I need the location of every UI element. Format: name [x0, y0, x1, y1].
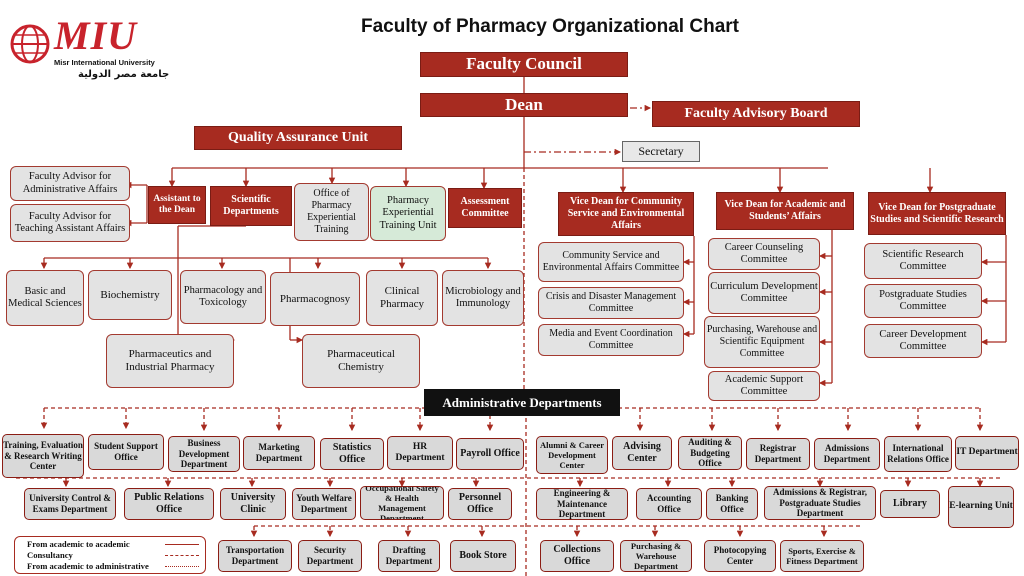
- node-admin-departments: Administrative Departments: [424, 389, 620, 416]
- admin-dept-box: E-learning Unit: [948, 486, 1014, 528]
- admin-dept-box: University Clinic: [220, 488, 286, 520]
- admin-dept-box: Student Support Office: [88, 434, 164, 470]
- admin-dept-box: Security Department: [298, 540, 362, 572]
- node-office-pet: Office of Pharmacy Experiential Training: [294, 183, 369, 241]
- node-assessment-committee: Assessment Committee: [448, 188, 522, 228]
- node-academic-support: Academic Support Committee: [708, 371, 820, 401]
- admin-dept-box: Banking Office: [706, 488, 758, 520]
- node-faculty-council: Faculty Council: [420, 52, 628, 77]
- globe-icon: [10, 24, 50, 64]
- node-pharm-chem: Pharmaceutical Chemistry: [302, 334, 420, 388]
- admin-dept-box: Training, Evaluation & Research Writing …: [2, 434, 84, 478]
- admin-dept-box: Sports, Exercise & Fitness Department: [780, 540, 864, 572]
- node-pharmacology: Pharmacology and Toxicology: [180, 270, 266, 324]
- node-microbiology: Microbiology and Immunology: [442, 270, 524, 326]
- admin-dept-box: Statistics Office: [320, 438, 384, 470]
- page-title: Faculty of Pharmacy Organizational Chart: [361, 16, 739, 37]
- node-quality-assurance: Quality Assurance Unit: [194, 126, 402, 150]
- node-vd-postgrad: Vice Dean for Postgraduate Studies and S…: [868, 192, 1006, 235]
- admin-dept-box: Drafting Department: [378, 540, 440, 572]
- node-scientific-departments: Scientific Departments: [210, 186, 292, 226]
- node-secretary: Secretary: [622, 141, 700, 162]
- admin-dept-box: Photocopying Center: [704, 540, 776, 572]
- node-biochemistry: Biochemistry: [88, 270, 172, 320]
- node-csea-committee: Community Service and Environmental Affa…: [538, 242, 684, 282]
- logo-letters: MIU: [54, 13, 138, 58]
- node-assistant-dean: Assistant to the Dean: [148, 186, 206, 224]
- node-curriculum: Curriculum Development Committee: [708, 272, 820, 314]
- admin-dept-box: Advising Center: [612, 436, 672, 470]
- legend-academic-to-admin: From academic to administrative: [27, 561, 149, 571]
- logo-university-en: Misr International University: [54, 58, 155, 67]
- admin-dept-box: University Control & Exams Department: [24, 488, 116, 520]
- legend: From academic to academic Consultancy Fr…: [14, 536, 206, 574]
- admin-dept-box: Accounting Office: [636, 488, 702, 520]
- node-basic-medical: Basic and Medical Sciences: [6, 270, 84, 326]
- node-media-committee: Media and Event Coordination Committee: [538, 324, 684, 356]
- admin-dept-box: Personnel Office: [448, 488, 512, 520]
- node-pharmacognosy: Pharmacognosy: [270, 272, 360, 326]
- legend-dashed-line: [165, 566, 199, 567]
- admin-dept-box: International Relations Office: [884, 436, 952, 472]
- node-crisis-committee: Crisis and Disaster Management Committee: [538, 287, 684, 319]
- admin-dept-box: Public Relations Office: [124, 488, 214, 520]
- node-career-dev: Career Development Committee: [864, 324, 982, 358]
- node-pet-unit: Pharmacy Experiential Training Unit: [370, 186, 446, 241]
- admin-dept-box: Purchasing & Warehouse Department: [620, 540, 692, 572]
- admin-dept-box: Business Development Department: [168, 436, 240, 472]
- node-clinical-pharmacy: Clinical Pharmacy: [366, 270, 438, 326]
- node-career-counseling: Career Counseling Committee: [708, 238, 820, 270]
- node-purchasing-committee: Purchasing, Warehouse and Scientific Equ…: [704, 316, 820, 368]
- legend-dashdot-line: [165, 555, 199, 556]
- node-scientific-research: Scientific Research Committee: [864, 243, 982, 279]
- admin-dept-box: Youth Welfare Department: [292, 488, 356, 520]
- admin-dept-box: Occupational Safety & Health Management …: [360, 486, 444, 520]
- node-fa-ta: Faculty Advisor for Teaching Assistant A…: [10, 204, 130, 242]
- admin-dept-box: Collections Office: [540, 540, 614, 572]
- admin-dept-box: Engineering & Maintenance Department: [536, 488, 628, 520]
- admin-dept-box: IT Department: [955, 436, 1019, 470]
- university-logo: MIU Misr International University جامعة …: [10, 14, 175, 86]
- node-vd-community: Vice Dean for Community Service and Envi…: [558, 192, 694, 236]
- legend-solid-line: [165, 544, 199, 545]
- node-postgrad-committee: Postgraduate Studies Committee: [864, 284, 982, 318]
- admin-dept-box: Admissions & Registrar, Postgraduate Stu…: [764, 486, 876, 520]
- logo-university-ar: جامعة مصر الدولية: [78, 69, 170, 80]
- node-dean: Dean: [420, 93, 628, 117]
- admin-dept-box: Registrar Department: [746, 438, 810, 470]
- node-fa-admin: Faculty Advisor for Administrative Affai…: [10, 166, 130, 201]
- admin-dept-box: Payroll Office: [456, 438, 524, 470]
- admin-dept-box: Auditing & Budgeting Office: [678, 436, 742, 470]
- admin-dept-box: HR Department: [387, 436, 453, 470]
- legend-academic-to-academic: From academic to academic: [27, 539, 130, 549]
- admin-dept-box: Book Store: [450, 540, 516, 572]
- node-vd-academic: Vice Dean for Academic and Students’ Aff…: [716, 192, 854, 230]
- admin-dept-box: Admissions Department: [814, 438, 880, 470]
- admin-dept-box: Marketing Department: [243, 436, 315, 470]
- admin-dept-box: Transportation Department: [218, 540, 292, 572]
- admin-dept-box: Alumni & Career Development Center: [536, 436, 608, 474]
- legend-consultancy: Consultancy: [27, 550, 73, 560]
- node-pharmaceutics: Pharmaceutics and Industrial Pharmacy: [106, 334, 234, 388]
- admin-dept-box: Library: [880, 490, 940, 518]
- node-faculty-advisory-board: Faculty Advisory Board: [652, 101, 860, 127]
